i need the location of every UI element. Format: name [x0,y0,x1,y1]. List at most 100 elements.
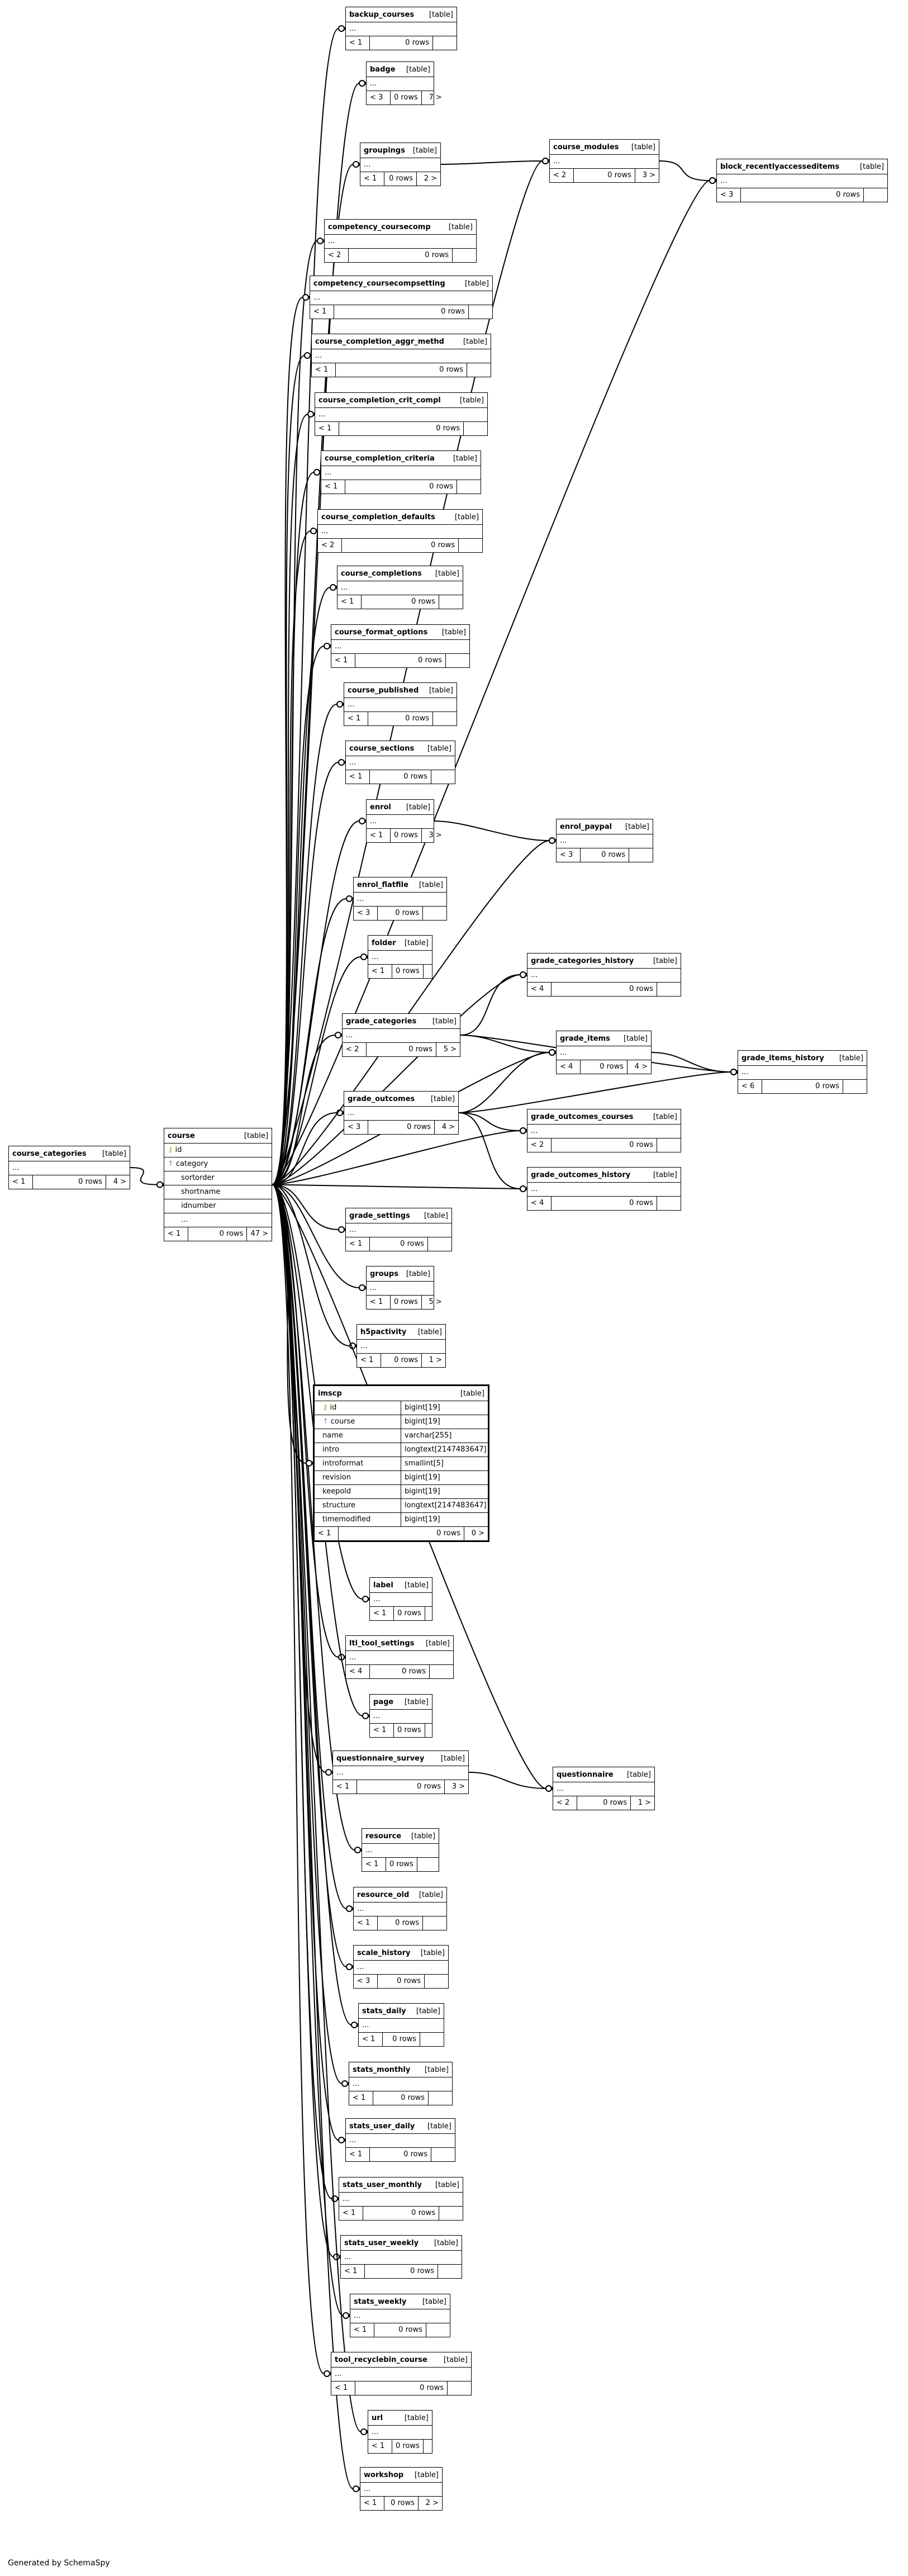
table-name: page [373,1697,394,1706]
table-name: stats_user_weekly [344,2238,419,2247]
collapsed-columns: ... [370,1710,432,1724]
column-name-text: ... [181,1216,188,1224]
child-count: 4 > [441,1123,455,1131]
link-grade_outcomes_history-to-grade_outcomes [458,1112,521,1189]
column-name: timemodified [318,1513,401,1526]
collapsed-columns: ... [717,174,887,188]
table-header: questionnaire[table] [553,1767,654,1782]
row-count: 0 rows [394,1724,425,1737]
link-marker-badge [359,80,365,87]
collapsed-columns: ... [357,1340,445,1354]
parent-count: < 2 [550,169,574,182]
column-type: longtext[2147483647] [401,1443,487,1457]
row-count: 0 rows [392,2440,424,2453]
table-course-completion-crit-compl[interactable]: course_completion_crit_compl[table]...< … [315,392,488,436]
table-competency-coursecompsetting[interactable]: competency_coursecompsetting[table]...< … [310,276,493,319]
link-course_published-to-course [272,704,337,1185]
child-count [657,1197,681,1210]
table-header: course_sections[table] [346,741,455,756]
column-name-text: id [175,1146,182,1154]
link-marker-course_completion_criteria [313,469,320,476]
table-header: course_completion_criteria[table] [321,451,481,466]
table-type-tag: [table] [464,279,489,288]
column-name: keepold [318,1485,401,1498]
row-count: 0 rows [355,2382,448,2395]
link-marker-grade_items_history [730,1069,737,1075]
table-block-recentlyaccesseditems[interactable]: block_recentlyaccesseditems[table]...< 3… [716,159,888,202]
table-name: grade_outcomes [348,1094,415,1103]
parent-count: < 3 [344,1121,368,1134]
column-type: varchar[255] [401,1429,484,1443]
child-count [431,770,455,784]
parent-count: < 1 [333,1780,357,1794]
table-name: folder [372,938,396,947]
collapsed-columns: ... [312,349,491,363]
table-name: imscp [318,1389,342,1398]
table-course-completion-aggr-methd[interactable]: course_completion_aggr_methd[table]...< … [311,334,491,377]
column-name-text: category [175,1160,208,1168]
collapsed-columns: ... [346,22,457,36]
collapsed-columns: ... [315,408,487,422]
child-count [426,2323,450,2337]
link-marker-course_sections [338,759,345,766]
table-name: course_completion_aggr_methd [315,337,444,346]
